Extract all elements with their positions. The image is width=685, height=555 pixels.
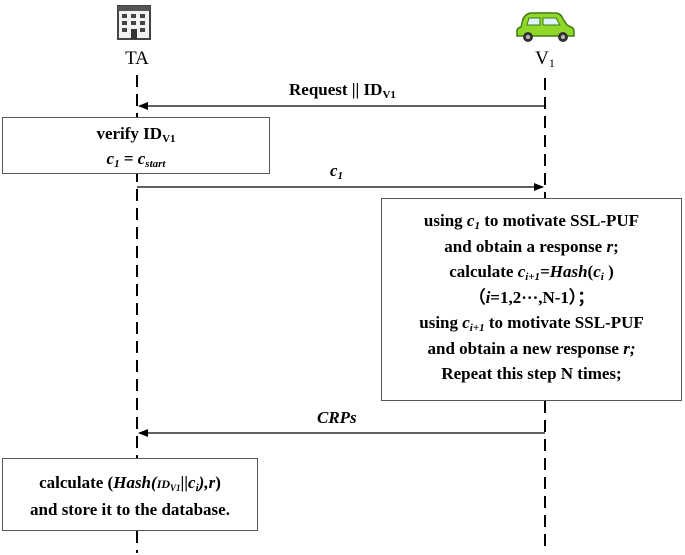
v1-process-box: using c1 to motivate SSL-PUF and obtain …	[381, 198, 682, 401]
car-icon	[516, 12, 575, 42]
v1-label: V1	[525, 48, 565, 70]
ta-store-box: calculate (Hash(IDV1||ci),r) and store i…	[2, 458, 258, 531]
c1-sub: 1	[337, 170, 344, 182]
process-line-7: Repeat this step N times;	[441, 364, 622, 383]
process-line-3: calculate ci+1=Hash(ci )	[449, 262, 614, 283]
request-text: Request || ID	[289, 80, 383, 99]
process-line-4: （i=1,2···,N-1）；	[468, 287, 595, 307]
process-line-2: and obtain a response r;	[444, 236, 619, 256]
c1-assign-line: c1 = cstart	[106, 149, 166, 170]
verify-line: verify IDV1	[96, 124, 176, 145]
request-sub: V1	[382, 89, 396, 101]
v1-label-text: V	[535, 48, 549, 69]
ta-verify-box: verify IDV1 c1 = cstart	[2, 117, 270, 174]
process-line-6: and obtain a new response r;	[427, 338, 636, 358]
process-line-1: using c1 to motivate SSL-PUF	[423, 211, 640, 232]
ta-label-text: TA	[125, 48, 149, 69]
c1-message-label: c1	[330, 161, 344, 182]
store-line-2: and store it to the database.	[30, 500, 230, 519]
request-message-label: Request || IDV1	[289, 80, 396, 101]
store-line-1: calculate (Hash(IDV1||ci),r)	[39, 473, 221, 494]
c1-text: c	[330, 161, 338, 180]
process-line-5: using ci+1 to motivate SSL-PUF	[419, 313, 644, 334]
ta-label: TA	[117, 48, 157, 70]
crps-text: CRPs	[317, 408, 357, 427]
building-icon	[117, 5, 151, 40]
crps-message-label: CRPs	[317, 408, 357, 428]
v1-label-sub: 1	[548, 56, 555, 70]
